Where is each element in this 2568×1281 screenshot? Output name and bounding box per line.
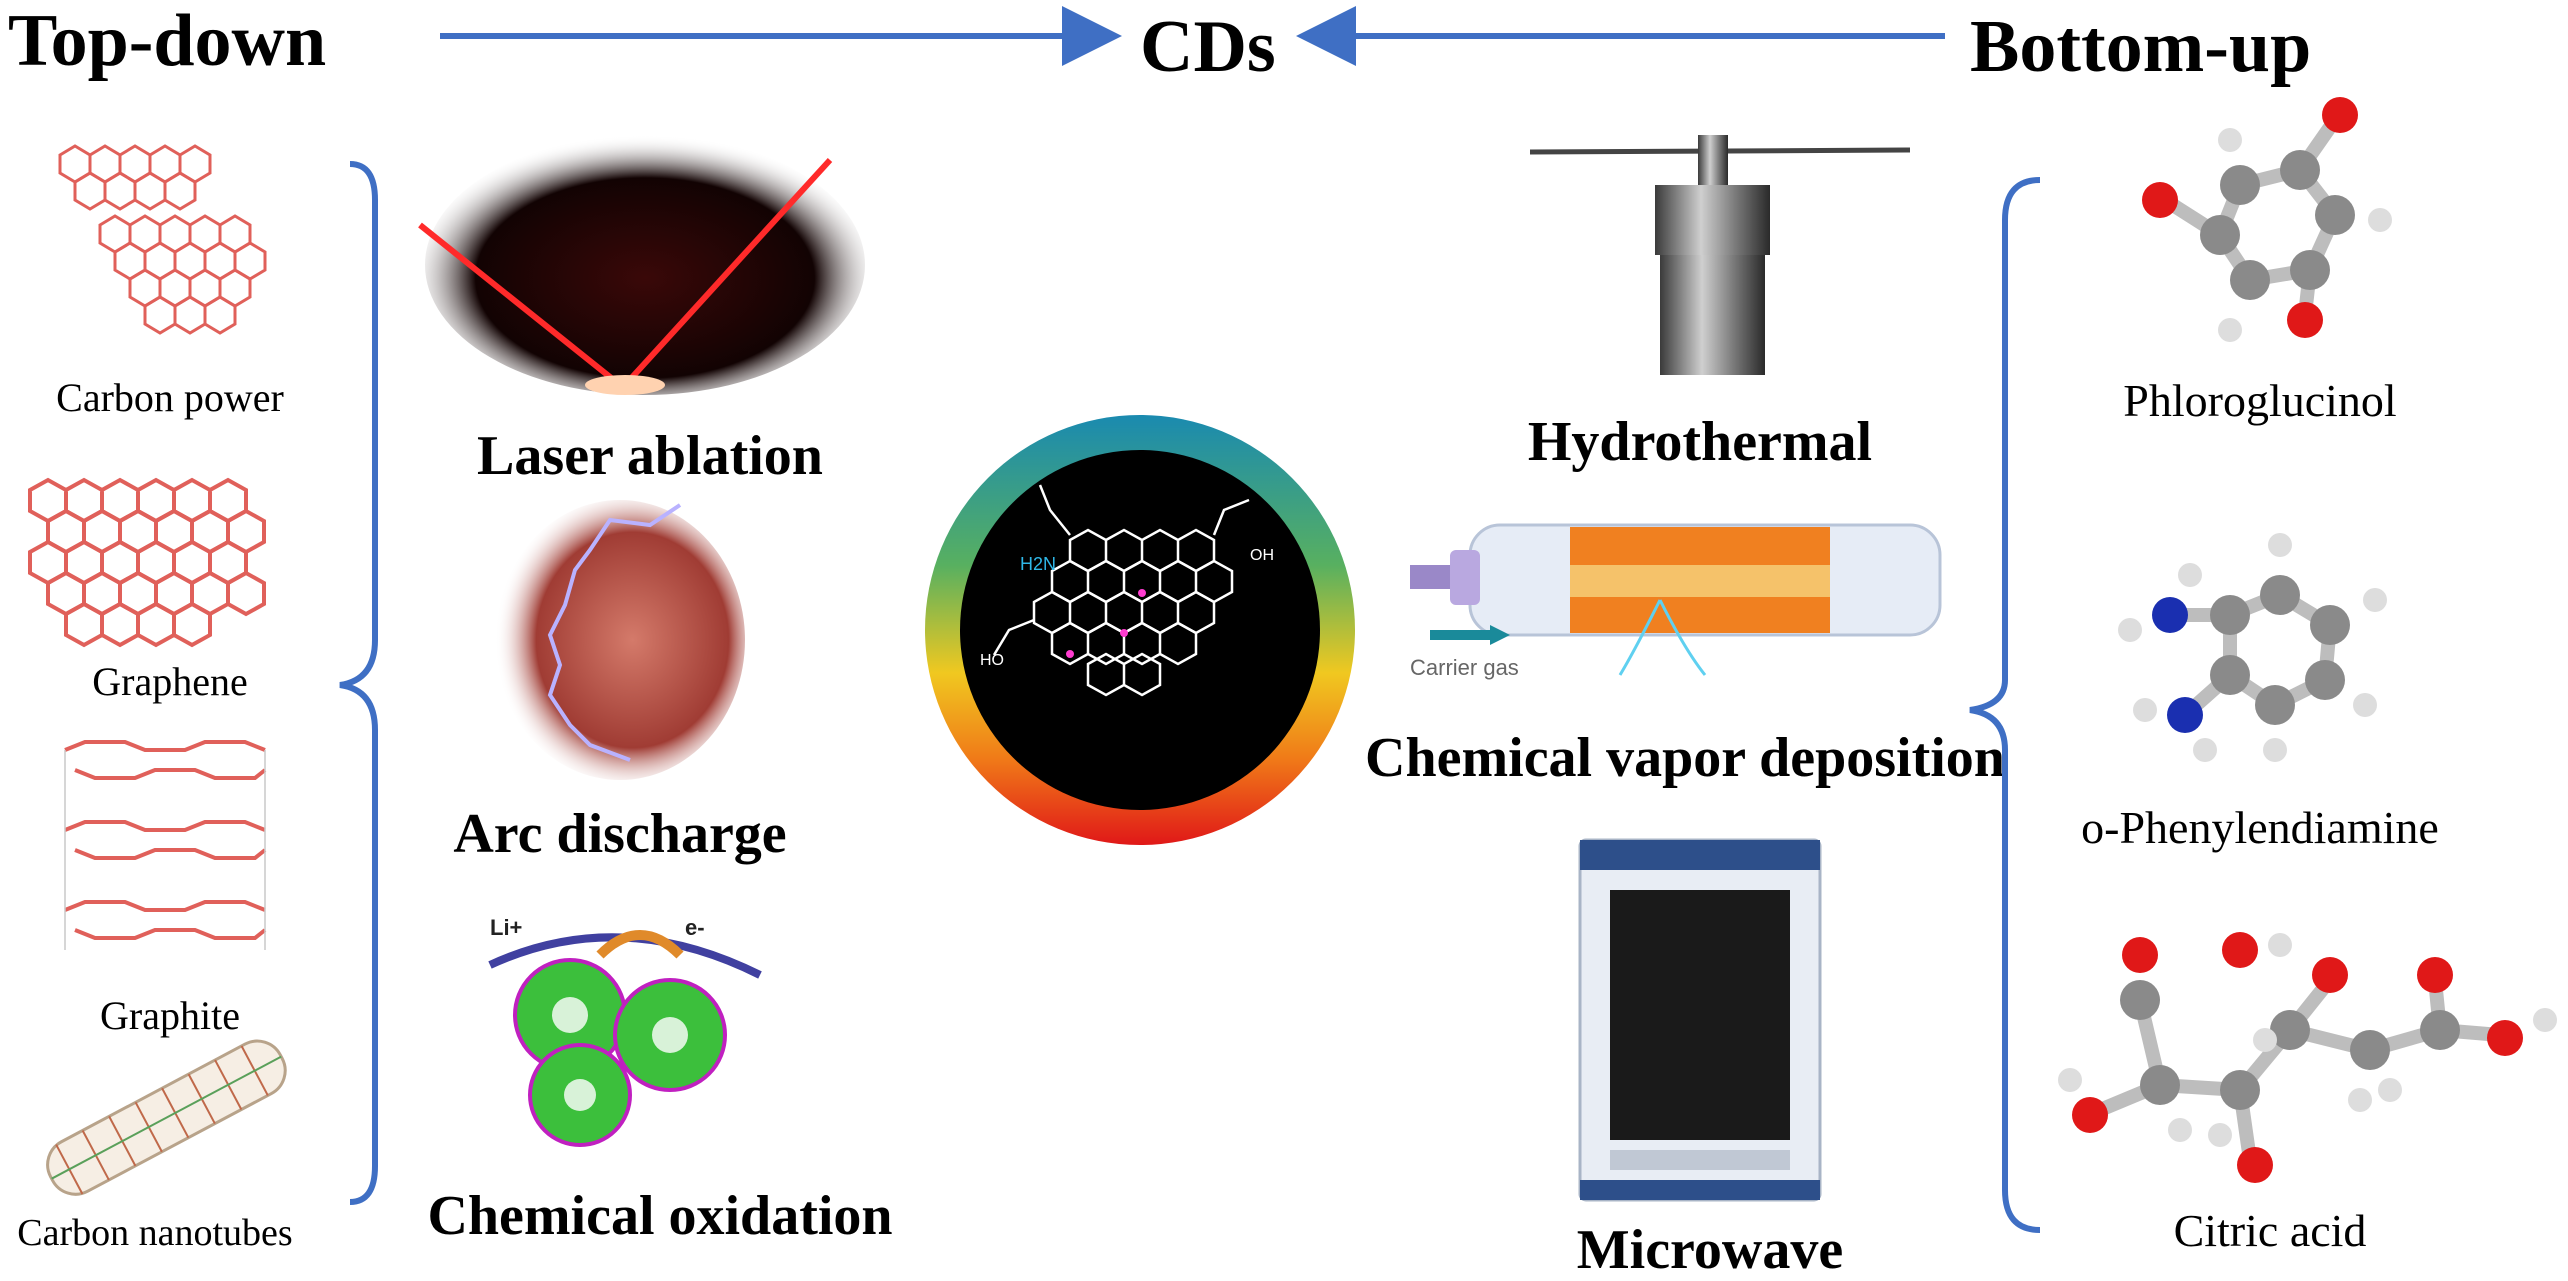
arc-discharge-image bbox=[495, 500, 745, 780]
graphene-lattice-image bbox=[28, 477, 266, 648]
label-hydrothermal: Hydrothermal bbox=[1527, 411, 1873, 473]
header-bottom-up: Bottom-up bbox=[1970, 6, 2312, 88]
label-graphene: Graphene bbox=[92, 659, 248, 704]
phloroglucinol-molecule-image bbox=[2142, 97, 2392, 342]
header-cds: CDs bbox=[1140, 6, 1276, 88]
oxidation-li-label: Li+ bbox=[490, 915, 522, 940]
label-o-phenylenediamine: o-Phenylendiamine bbox=[2081, 802, 2439, 853]
cd-ho-label: HO bbox=[980, 652, 1004, 669]
cvd-carrier-gas-label: Carrier gas bbox=[1410, 655, 1519, 680]
o-phenylenediamine-molecule-image bbox=[2118, 533, 2387, 762]
carbon-dot-structure-image: H2N OH HO bbox=[925, 415, 1355, 845]
cvd-tube-furnace-image: Carrier gas bbox=[1410, 523, 1942, 680]
label-chemical-oxidation: Chemical oxidation bbox=[427, 1185, 893, 1247]
header-top-down: Top-down bbox=[8, 0, 327, 82]
left-brace bbox=[339, 161, 378, 1205]
label-carbon-nanotubes: Carbon nanotubes bbox=[17, 1212, 293, 1254]
label-graphite: Graphite bbox=[100, 993, 240, 1038]
label-laser-ablation: Laser ablation bbox=[477, 425, 823, 487]
label-phloroglucinol: Phloroglucinol bbox=[2123, 375, 2397, 426]
citric-acid-molecule-image bbox=[2058, 932, 2557, 1183]
label-carbon-power: Carbon power bbox=[56, 375, 284, 420]
label-arc-discharge: Arc discharge bbox=[453, 803, 787, 865]
chemical-oxidation-image: Li+ e- bbox=[488, 915, 762, 1147]
cd-oh-label: OH bbox=[1250, 547, 1274, 564]
label-citric-acid: Citric acid bbox=[2173, 1205, 2367, 1256]
carbon-nanotube-image bbox=[46, 1039, 287, 1196]
label-chemical-vapor-deposition: Chemical vapor deposition bbox=[1365, 727, 2005, 789]
laser-ablation-image bbox=[418, 135, 865, 395]
hydrothermal-autoclave-image bbox=[1529, 135, 1911, 375]
microwave-reactor-image bbox=[1578, 838, 1822, 1202]
carbon-powder-lattice-image bbox=[58, 144, 267, 335]
right-brace bbox=[1969, 177, 2041, 1233]
arrow-top-down-to-cds bbox=[440, 6, 1945, 66]
oxidation-electron-label: e- bbox=[685, 915, 705, 940]
label-microwave: Microwave bbox=[1576, 1219, 1844, 1281]
cd-nh2-label: H2N bbox=[1020, 554, 1056, 574]
graphite-layers-image bbox=[64, 740, 267, 950]
